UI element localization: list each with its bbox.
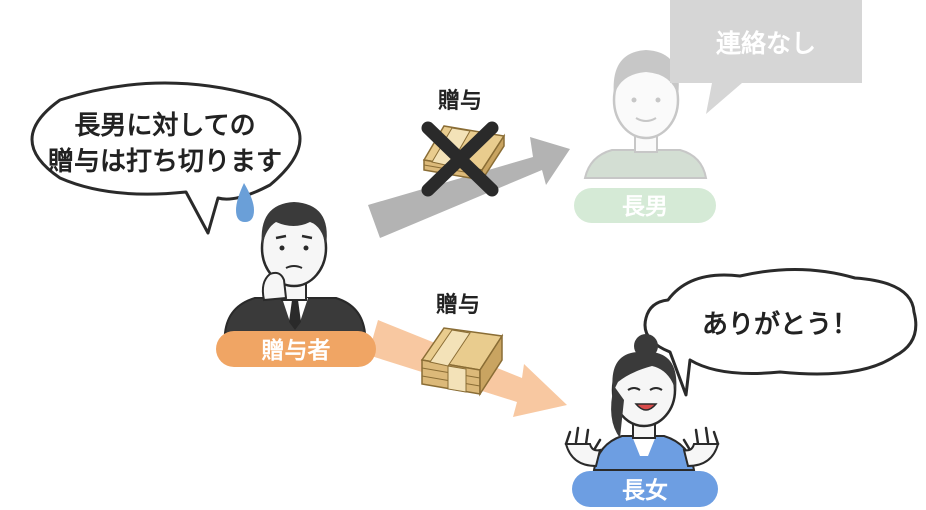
cross-mark-icon [421, 121, 499, 197]
son-figure [583, 50, 708, 179]
giver-figure [223, 202, 367, 334]
son-badge: 長男 [574, 188, 716, 223]
son-speech-bubble: 連絡なし [670, 0, 862, 114]
daughter-speech-text: ありがとう！ [702, 309, 858, 340]
gift-label-top: 贈与 [438, 88, 482, 114]
giver-label: 贈与者 [262, 337, 331, 364]
daughter-figure [564, 334, 720, 471]
daughter-label: 長女 [622, 477, 668, 504]
giver-badge: 贈与者 [216, 331, 376, 367]
daughter-badge: 長女 [572, 471, 718, 507]
sweat-drop-icon [236, 183, 254, 222]
giver-speech-line2: 贈与は打ち切ります [48, 146, 282, 177]
son-speech-text: 連絡なし [716, 29, 816, 58]
giver-speech-bubble: 長男に対しての 贈与は打ち切ります [30, 81, 302, 235]
giver-speech-line1: 長男に対しての [74, 111, 255, 141]
daughter-speech-bubble: ありがとう！ [643, 267, 918, 397]
gift-label-bottom: 贈与 [436, 292, 480, 318]
arrow-to-son [368, 137, 570, 238]
son-label: 長男 [622, 194, 668, 220]
money-stack-icon [420, 327, 504, 397]
